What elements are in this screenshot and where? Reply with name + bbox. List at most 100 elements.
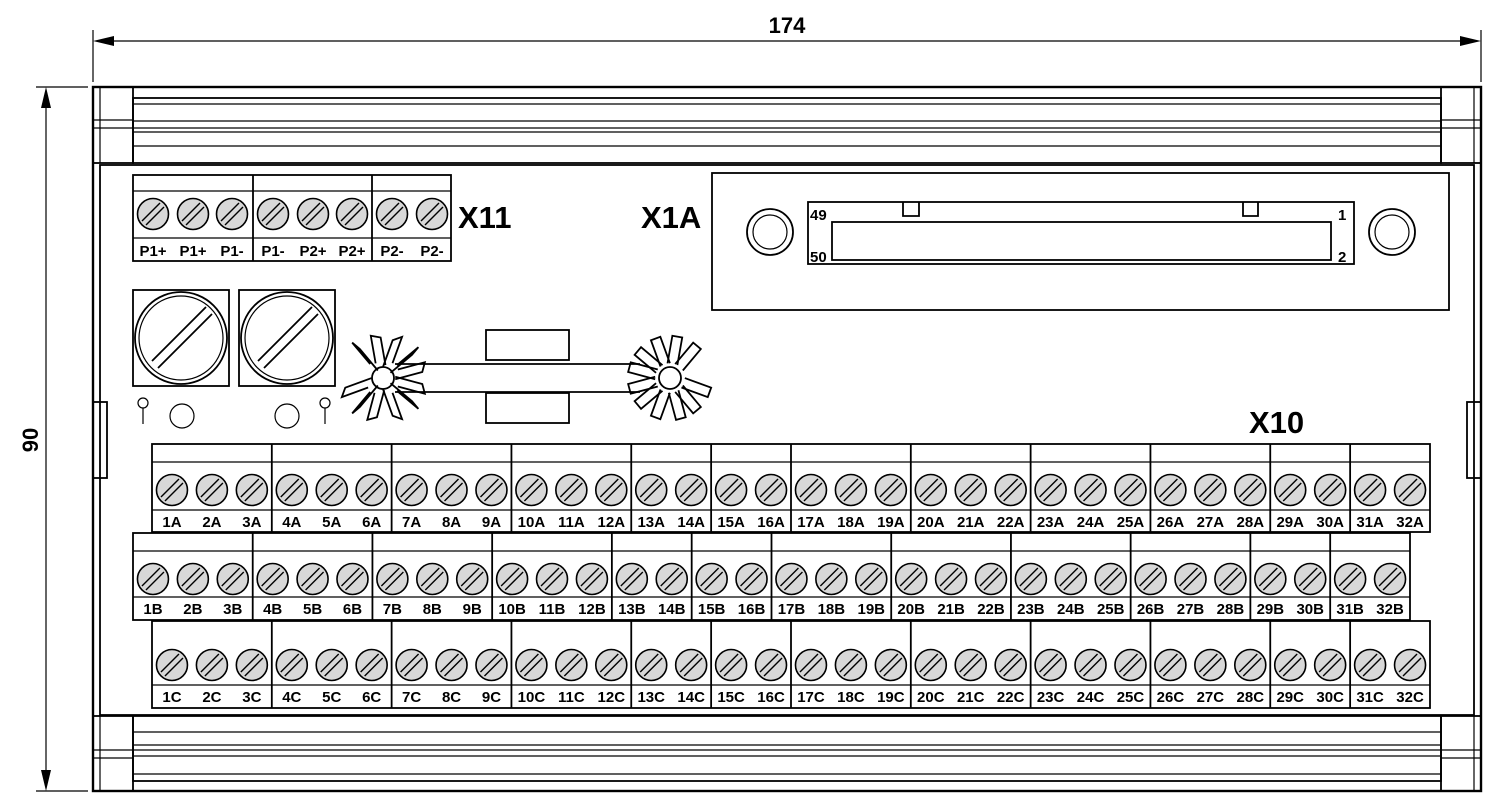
- terminal-screw-icon: [395, 648, 428, 682]
- terminal-screw-icon: [1154, 473, 1187, 507]
- terminal-screw-icon: [655, 562, 689, 596]
- terminal-screw-icon: [994, 648, 1027, 682]
- terminal-label-22b: 22B: [977, 601, 1005, 618]
- dimension-width: 174: [92, 13, 1482, 82]
- terminal-label-15a: 15A: [717, 514, 745, 531]
- fuse-holder-left: [132, 289, 230, 429]
- terminal-screw-icon: [315, 473, 349, 507]
- terminal-label-15c: 15C: [717, 689, 745, 706]
- heat-sink-fin: [389, 346, 420, 374]
- terminal-screw-icon: [794, 648, 828, 682]
- heat-sink-fin: [649, 389, 671, 421]
- terminal-label-13c: 13C: [637, 689, 665, 706]
- terminal-screw-icon: [834, 473, 868, 507]
- terminal-label-12c: 12C: [598, 689, 626, 706]
- terminal-label-30a: 30A: [1316, 514, 1344, 531]
- terminal-screw-icon: [914, 473, 948, 507]
- housing-outline: [91, 85, 1483, 793]
- heat-sink-fin: [627, 375, 659, 395]
- terminal-screw-icon: [275, 648, 309, 682]
- terminal-screw-icon: [1074, 473, 1107, 507]
- x11-screw-icon: [136, 197, 170, 231]
- terminal-label-29a: 29A: [1276, 514, 1304, 531]
- heat-sink-fin: [627, 361, 659, 381]
- terminal-label-5a: 5A: [322, 514, 341, 531]
- terminal-screw-icon: [1373, 562, 1407, 596]
- terminal-screw-icon: [874, 473, 908, 507]
- terminal-screw-icon: [1074, 648, 1107, 682]
- x11-screw-icon: [335, 197, 369, 231]
- terminal-label-3b: 3B: [223, 601, 242, 618]
- x11-screw-icon: [375, 197, 409, 231]
- terminal-label-10a: 10A: [518, 514, 546, 531]
- terminal-label-32b: 32B: [1376, 601, 1404, 618]
- terminal-label-6b: 6B: [343, 601, 362, 618]
- terminal-label-9a: 9A: [482, 514, 501, 531]
- heat-sink-fin: [394, 361, 427, 381]
- terminal-label-21a: 21A: [957, 514, 985, 531]
- heat-sink-fin: [633, 345, 664, 374]
- terminal-screw-icon: [1174, 562, 1207, 596]
- terminal-label-25b: 25B: [1097, 601, 1125, 618]
- x1a-header: X1A: [641, 200, 701, 235]
- terminal-label-1c: 1C: [162, 689, 181, 706]
- terminal-label-16a: 16A: [757, 514, 785, 531]
- terminal-screw-icon: [515, 648, 548, 682]
- terminal-screw-icon: [555, 648, 588, 682]
- terminal-screw-icon: [455, 562, 489, 596]
- terminal-label-12a: 12A: [598, 514, 626, 531]
- terminal-screw-icon: [575, 562, 609, 596]
- terminal-screw-icon: [914, 648, 948, 682]
- terminal-screw-icon: [1254, 562, 1287, 596]
- fuse-holder-right: [238, 289, 336, 429]
- terminal-label-31a: 31A: [1356, 514, 1384, 531]
- terminal-screw-icon: [874, 648, 908, 682]
- heat-sink-fin: [681, 377, 713, 399]
- terminal-label-16b: 16B: [738, 601, 766, 618]
- terminal-label-31c: 31C: [1356, 689, 1384, 706]
- terminal-screw-icon: [435, 473, 468, 507]
- terminal-screw-icon: [634, 473, 668, 507]
- terminal-label-27a: 27A: [1197, 514, 1225, 531]
- terminal-screw-icon: [594, 648, 628, 682]
- terminal-screw-icon: [195, 473, 229, 507]
- x11-terminal-label: P2-: [380, 243, 403, 260]
- terminal-label-7a: 7A: [402, 514, 421, 531]
- terminal-label-15b: 15B: [698, 601, 726, 618]
- terminal-label-26c: 26C: [1157, 689, 1185, 706]
- terminal-label-20c: 20C: [917, 689, 945, 706]
- terminal-screw-icon: [894, 562, 928, 596]
- heat-sink-fin: [394, 375, 427, 395]
- heat-sink-fin: [340, 377, 372, 399]
- terminal-screw-icon: [1353, 473, 1387, 507]
- terminal-screw-icon: [735, 562, 768, 596]
- terminal-screw-icon: [754, 473, 788, 507]
- terminal-label-6a: 6A: [362, 514, 381, 531]
- terminal-label-22a: 22A: [997, 514, 1025, 531]
- terminal-label-18a: 18A: [837, 514, 865, 531]
- heat-sink-fin: [382, 335, 404, 367]
- terminal-screw-icon: [794, 473, 828, 507]
- terminal-label-5c: 5C: [322, 689, 341, 706]
- terminal-label-1b: 1B: [143, 601, 162, 618]
- x10-header: X10: [1249, 405, 1304, 440]
- terminal-label-3a: 3A: [242, 514, 261, 531]
- terminal-label-27b: 27B: [1177, 601, 1205, 618]
- terminal-screw-icon: [235, 473, 269, 507]
- terminal-label-30b: 30B: [1296, 601, 1324, 618]
- terminal-screw-icon: [136, 562, 170, 596]
- terminal-screw-icon: [674, 473, 708, 507]
- terminal-screw-icon: [1233, 473, 1267, 507]
- x11-screw-icon: [176, 197, 210, 231]
- terminal-label-2c: 2C: [202, 689, 221, 706]
- terminal-label-21b: 21B: [937, 601, 965, 618]
- terminal-screw-icon: [994, 473, 1027, 507]
- terminal-label-30c: 30C: [1316, 689, 1344, 706]
- terminal-screw-icon: [296, 562, 329, 596]
- terminal-label-3c: 3C: [242, 689, 261, 706]
- terminal-label-24b: 24B: [1057, 601, 1085, 618]
- heat-sink-fin: [649, 335, 671, 367]
- terminal-screw-icon: [775, 562, 808, 596]
- x11-power-terminal: P1+P1+P1-P1-P2+P2+P2-P2-: [132, 174, 452, 262]
